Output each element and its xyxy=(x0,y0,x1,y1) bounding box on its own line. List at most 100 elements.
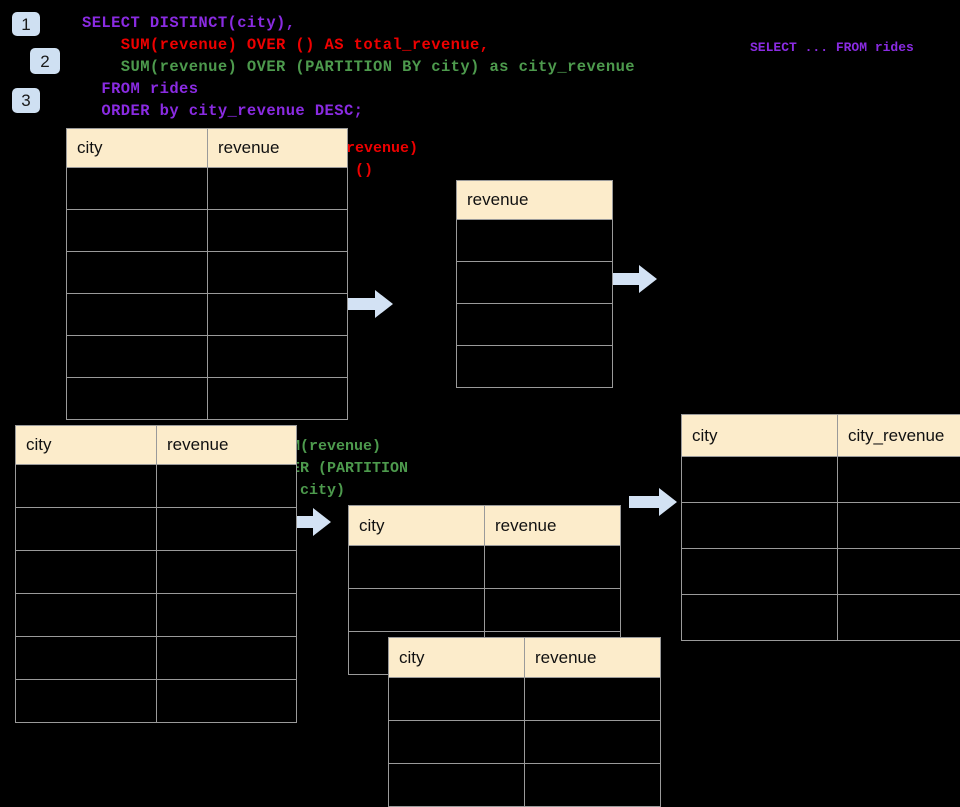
table-row xyxy=(389,721,661,764)
table-row xyxy=(682,595,960,641)
table-row xyxy=(682,457,960,503)
table-cell xyxy=(838,549,960,595)
table-cell xyxy=(457,220,613,262)
table-cell xyxy=(16,508,157,551)
arrow-top-right-icon xyxy=(609,265,657,293)
column-header: revenue xyxy=(525,638,661,678)
table-cell xyxy=(682,595,838,641)
table-row xyxy=(67,252,348,294)
step-badge-1: 1 xyxy=(12,12,40,36)
table-cell xyxy=(67,294,208,336)
sql-aside-label: SELECT ... FROM rides xyxy=(750,38,920,57)
table-cell xyxy=(157,551,297,594)
table-cell xyxy=(208,294,348,336)
table-cell xyxy=(157,508,297,551)
table-cell xyxy=(157,465,297,508)
table-row xyxy=(457,262,613,304)
table-row xyxy=(457,220,613,262)
table-row xyxy=(16,680,297,723)
table-row xyxy=(67,168,348,210)
table-cell xyxy=(838,457,960,503)
table-row xyxy=(16,508,297,551)
table-cell xyxy=(67,252,208,294)
column-header: city xyxy=(67,129,208,168)
sql-line-1: SELECT DISTINCT(city), xyxy=(82,12,635,34)
table-cell xyxy=(457,262,613,304)
table-row xyxy=(457,346,613,388)
table-cell xyxy=(485,589,621,632)
table-row xyxy=(389,764,661,807)
table-cell xyxy=(682,549,838,595)
column-header: city xyxy=(389,638,525,678)
column-header: city xyxy=(16,426,157,465)
table-cell xyxy=(67,378,208,420)
step-badge-3: 3 xyxy=(12,88,40,113)
table-row xyxy=(67,336,348,378)
table-cell xyxy=(457,304,613,346)
table-cell xyxy=(389,764,525,807)
table-cell xyxy=(16,465,157,508)
table-cell xyxy=(525,678,661,721)
table-cell xyxy=(208,336,348,378)
table-cell xyxy=(389,678,525,721)
table-cell xyxy=(67,168,208,210)
table-row xyxy=(457,304,613,346)
step-badge-label: 1 xyxy=(21,16,30,33)
sql-line-2: SUM(revenue) OVER () AS total_revenue, xyxy=(82,34,635,56)
table-cell xyxy=(389,721,525,764)
table-cell xyxy=(208,168,348,210)
table-cell xyxy=(16,680,157,723)
table-row xyxy=(16,637,297,680)
table-row xyxy=(349,589,621,632)
table-row xyxy=(67,294,348,336)
table-header-row: revenue xyxy=(457,181,613,220)
column-header: revenue xyxy=(157,426,297,465)
arrow-top-left-icon xyxy=(345,290,393,318)
table-row xyxy=(682,549,960,595)
table-cell xyxy=(525,721,661,764)
column-header: city xyxy=(682,415,838,457)
table-cell xyxy=(16,594,157,637)
step-badge-label: 2 xyxy=(40,53,49,70)
table-cell xyxy=(157,637,297,680)
column-header: revenue xyxy=(208,129,348,168)
step-badge-2: 2 xyxy=(30,48,60,74)
table-cell xyxy=(838,595,960,641)
table-cell xyxy=(16,637,157,680)
sql-line-5: ORDER by city_revenue DESC; xyxy=(82,100,635,122)
table-cell xyxy=(208,252,348,294)
table-cell xyxy=(457,346,613,388)
table-row xyxy=(16,551,297,594)
table-cell xyxy=(157,594,297,637)
table-cell xyxy=(682,503,838,549)
table-cell xyxy=(682,457,838,503)
table-row xyxy=(16,465,297,508)
table-cell xyxy=(157,680,297,723)
table-cell xyxy=(485,546,621,589)
table-cell xyxy=(349,589,485,632)
table-row xyxy=(67,378,348,420)
table-cell xyxy=(838,503,960,549)
table-row xyxy=(389,678,661,721)
table-cell xyxy=(525,764,661,807)
table-row xyxy=(349,546,621,589)
table-cell xyxy=(208,210,348,252)
column-header: city_revenue xyxy=(838,415,960,457)
table-cell xyxy=(67,210,208,252)
table-row xyxy=(16,594,297,637)
sql-query-block: SELECT DISTINCT(city), SUM(revenue) OVER… xyxy=(82,12,635,122)
step-badge-label: 3 xyxy=(21,92,30,109)
table-row xyxy=(682,503,960,549)
column-header: city xyxy=(349,506,485,546)
total-revenue-table: revenue xyxy=(456,180,613,388)
table-cell xyxy=(16,551,157,594)
table-cell xyxy=(208,378,348,420)
